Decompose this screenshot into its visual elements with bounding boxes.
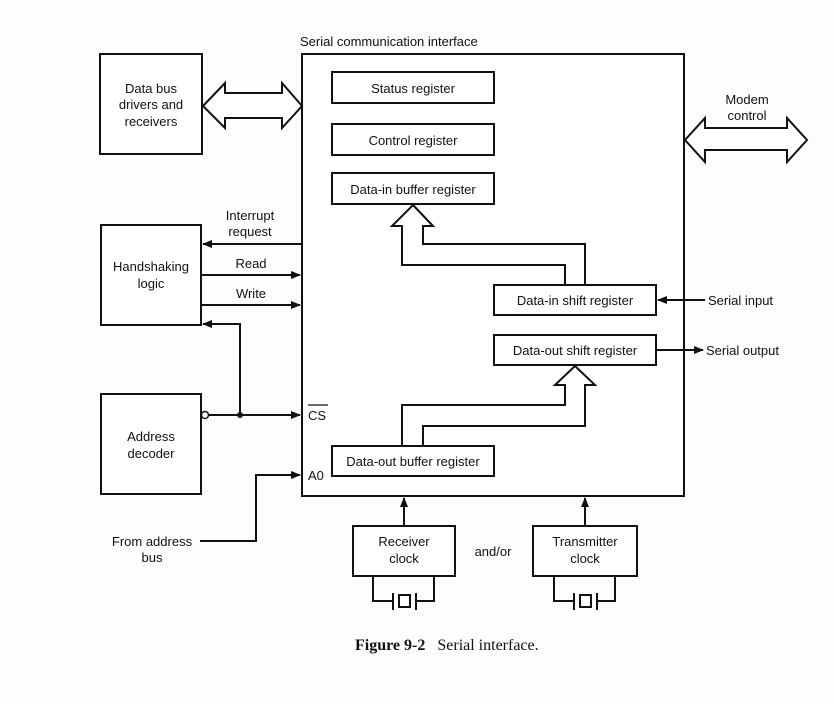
svg-text:clock: clock [570, 551, 600, 566]
modem-control-label-2: control [727, 108, 766, 123]
data-out-buffer-register: Data-out buffer register [331, 445, 495, 477]
svg-text:Address: Address [127, 429, 175, 444]
transmitter-crystal-icon [553, 577, 616, 610]
control-register: Control register [331, 123, 495, 156]
serial-input-label: Serial input [708, 293, 773, 308]
data-bus-line-2: drivers and [119, 97, 183, 112]
data-out-shift-register: Data-out shift register [493, 334, 657, 366]
svg-text:Data-in buffer register: Data-in buffer register [350, 182, 476, 197]
svg-text:clock: clock [389, 551, 419, 566]
figure-number: Figure 9-2 [355, 637, 425, 654]
and-or-label: and/or [475, 544, 513, 559]
data-in-shift-register: Data-in shift register [493, 284, 657, 316]
data-in-buffer-register: Data-in buffer register [331, 172, 495, 205]
a0-arrow [200, 471, 301, 542]
svg-text:Status register: Status register [371, 81, 455, 96]
transmitter-clock-block: Transmitter clock [532, 525, 638, 577]
svg-text:Data-out buffer register: Data-out buffer register [346, 454, 480, 469]
data-bus-line-1: Data bus [125, 81, 178, 96]
figure-title: Serial interface. [437, 637, 538, 654]
svg-text:logic: logic [138, 276, 165, 291]
svg-text:Receiver: Receiver [378, 534, 430, 549]
cs-feedback-arrow [202, 320, 241, 415]
cs-label: CS [308, 408, 326, 423]
receiver-clock-block: Receiver clock [352, 525, 456, 577]
interrupt-label-1: Interrupt [226, 208, 275, 223]
serial-output-label: Serial output [706, 343, 779, 358]
status-register: Status register [331, 71, 495, 104]
sci-box [301, 53, 685, 497]
data-bus-drivers-block: Data bus drivers and receivers [99, 53, 203, 155]
write-label: Write [236, 286, 266, 301]
a0-label: A0 [308, 468, 324, 483]
modem-control-label-1: Modem [725, 92, 768, 107]
svg-text:decoder: decoder [128, 446, 176, 461]
data-bus-line-3: receivers [125, 114, 178, 129]
receiver-crystal-icon [372, 577, 435, 610]
svg-text:Control register: Control register [369, 133, 459, 148]
read-label: Read [235, 256, 266, 271]
svg-text:Data-in shift register: Data-in shift register [517, 293, 634, 308]
from-address-bus-label-1: From address [112, 534, 193, 549]
sci-title: Serial communication interface [300, 34, 478, 49]
inversion-bubble [200, 410, 210, 420]
from-address-bus-label-2: bus [142, 550, 163, 565]
svg-text:Transmitter: Transmitter [552, 534, 618, 549]
modem-control-double-arrow [683, 115, 809, 165]
figure-caption: Figure 9-2 Serial interface. [355, 637, 539, 654]
svg-text:Handshaking: Handshaking [113, 259, 189, 274]
address-decoder-block: Address decoder [100, 393, 202, 495]
handshaking-logic-block: Handshaking logic [100, 224, 202, 326]
interrupt-label-2: request [228, 224, 272, 239]
svg-text:Data-out shift register: Data-out shift register [513, 343, 638, 358]
data-bus-double-arrow [201, 80, 304, 131]
